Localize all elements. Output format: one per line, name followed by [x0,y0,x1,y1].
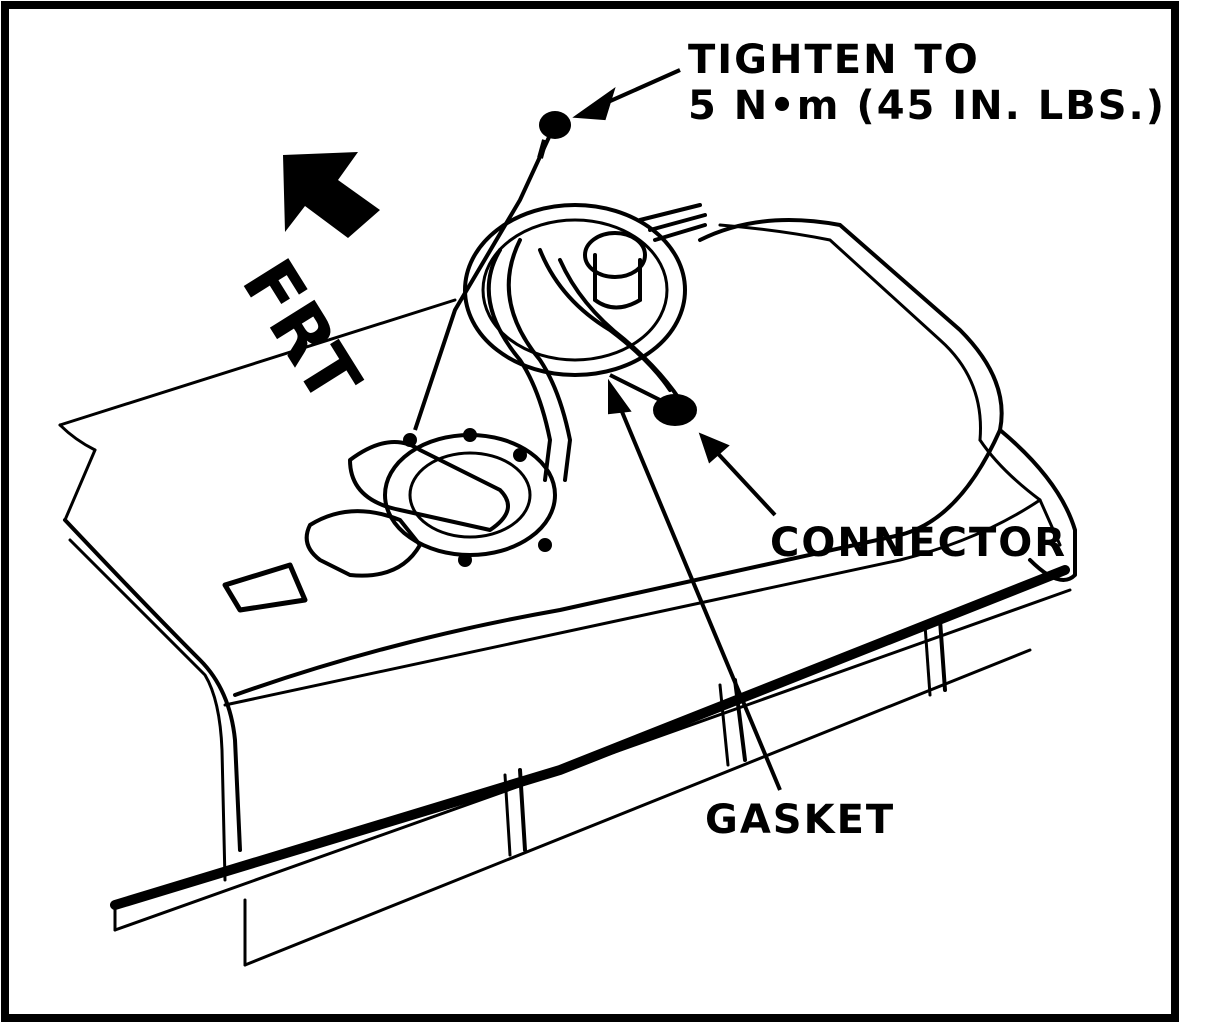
diagram-border [1,1,1179,1022]
tighten-label-line1: TIGHTEN TO [688,37,980,83]
lock-nut [537,111,571,159]
gasket-label: GASKET [705,797,896,843]
fuel-tank [58,218,1077,967]
leader-lines [413,68,782,791]
connector-plug [609,373,697,426]
front-direction-arrow [283,152,380,238]
mounting-ring [383,428,557,567]
fuel-pump-filter [222,440,510,613]
fuel-sending-unit [463,203,707,482]
connector-label: CONNECTOR [770,520,1068,566]
tighten-label-line2: 5 N•m (45 IN. LBS.) [688,83,1167,129]
